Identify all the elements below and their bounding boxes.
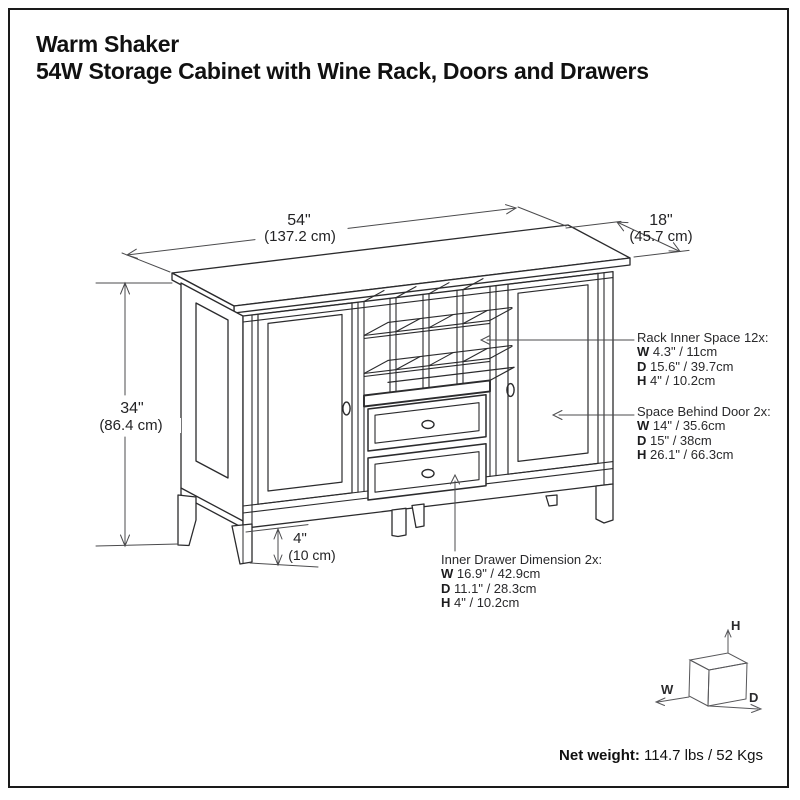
- leg-clearance-label: 4": [293, 530, 307, 547]
- front-right-leg: [595, 483, 614, 524]
- leg-clearance-metric: (10 cm): [288, 547, 336, 563]
- left-door: [257, 302, 353, 505]
- product-name: 54W Storage Cabinet with Wine Rack, Door…: [36, 58, 649, 84]
- left-door-handle: [342, 401, 351, 416]
- arrow-up-icon: [450, 473, 460, 485]
- dimension-lines: [95, 204, 690, 568]
- drawer-callout: Inner Drawer Dimension 2x: W 16.9" / 42.…: [441, 552, 603, 611]
- leg-clearance-dimension-line: [245, 524, 319, 568]
- door-callout-leader: [551, 410, 635, 420]
- width-axis-line: [657, 696, 690, 703]
- arrow-left-icon: [654, 697, 666, 706]
- arrow-right-icon: [505, 204, 518, 215]
- right-door: [506, 272, 599, 475]
- rack-shelf-2: [363, 344, 513, 378]
- spec-row: D 15.6" / 39.7cm: [637, 358, 734, 374]
- product-series: Warm Shaker: [36, 31, 179, 57]
- cabinet-left-side: [180, 282, 244, 529]
- wine-rack: [357, 278, 515, 493]
- rack-shelf-1: [363, 306, 513, 340]
- dimension-axes-cube-icon: [654, 628, 763, 713]
- legs: [177, 483, 614, 565]
- drawer-1-handle: [421, 419, 435, 430]
- net-weight-value: 114.7 lbs / 52 Kgs: [644, 747, 763, 764]
- drawers: [367, 394, 487, 501]
- arrow-left-icon: [479, 335, 491, 345]
- rack-callout-leader: [479, 335, 635, 345]
- right-door-handle: [506, 382, 515, 398]
- back-left-leg: [177, 494, 197, 547]
- depth-axis-line: [708, 705, 759, 710]
- arrow-right-icon: [750, 704, 763, 713]
- spec-row: W 4.3" / 11cm: [637, 344, 718, 360]
- depth-dimension-line: [565, 220, 690, 258]
- center-back-leg: [411, 503, 425, 529]
- cabinet-outline: [171, 224, 631, 565]
- arrow-down-icon: [273, 554, 283, 567]
- height-dimension-metric: (86.4 cm): [81, 418, 181, 433]
- cube-depth-label: D: [749, 690, 759, 705]
- spec-row: D 15" / 38cm: [637, 432, 712, 448]
- drawer-1: [367, 394, 487, 452]
- back-right-leg: [545, 494, 558, 507]
- width-dimension-line: [121, 204, 567, 273]
- cube-width-label: W: [661, 682, 674, 697]
- arrow-up-icon: [273, 527, 283, 540]
- cube-height-label: H: [731, 618, 741, 633]
- rack-bottom-board: [363, 366, 515, 408]
- arrow-left-icon: [551, 410, 563, 420]
- height-dimension-label: 34": [102, 401, 162, 417]
- net-weight-label: Net weight:: [559, 747, 640, 764]
- door-callout: Space Behind Door 2x: W 14" / 35.6cm D 1…: [637, 404, 771, 463]
- drawer-callout-leader: [450, 473, 460, 552]
- depth-dimension-label: 18": [649, 212, 673, 229]
- front-left-leg: [231, 523, 253, 565]
- callout-title: Rack Inner Space 12x:: [637, 330, 769, 345]
- width-dimension-label: 54": [287, 212, 311, 229]
- arrow-down-right-icon: [668, 242, 682, 253]
- page-title: Warm Shaker 54W Storage Cabinet with Win…: [36, 31, 649, 85]
- spec-row: W 16.9" / 42.9cm: [441, 566, 541, 582]
- drawer-2-handle: [421, 468, 435, 479]
- spec-row: H 26.1" / 66.3cm: [637, 447, 734, 463]
- page-border: [8, 8, 789, 788]
- depth-dimension-metric: (45.7 cm): [629, 228, 693, 245]
- spec-row: H 4" / 10.2cm: [441, 595, 520, 611]
- arrow-left-icon: [125, 248, 138, 259]
- height-dimension-line: [95, 281, 179, 548]
- arrow-up-left-icon: [615, 221, 629, 232]
- rack-callout: Rack Inner Space 12x: W 4.3" / 11cm D 15…: [637, 330, 769, 389]
- net-weight: Net weight: 114.7 lbs / 52 Kgs: [430, 747, 763, 764]
- callout-title: Inner Drawer Dimension 2x:: [441, 552, 603, 567]
- spec-row: H 4" / 10.2cm: [637, 373, 716, 389]
- callout-title: Space Behind Door 2x:: [637, 404, 771, 419]
- arrow-down-icon: [120, 534, 130, 548]
- drawer-2: [367, 443, 487, 501]
- spec-row: W 14" / 35.6cm: [637, 418, 726, 434]
- arrow-up-icon: [724, 628, 732, 638]
- width-dimension-metric: (137.2 cm): [264, 228, 336, 245]
- center-front-leg: [391, 507, 407, 538]
- spec-row: D 11.1" / 28.3cm: [441, 580, 537, 596]
- arrow-up-icon: [120, 281, 130, 295]
